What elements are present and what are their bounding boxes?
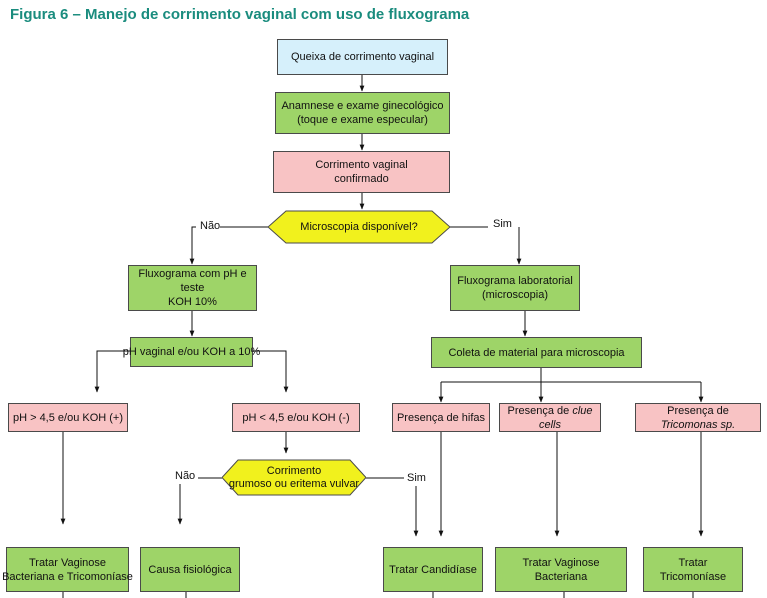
- label-sim-2: Sim: [407, 472, 426, 484]
- node-flux-lab-line1: Fluxograma laboratorial: [457, 275, 573, 287]
- node-ph-menor-text: pH < 4,5 e/ou KOH (-): [242, 411, 350, 424]
- node-coleta-text: Coleta de material para microscopia: [448, 346, 625, 359]
- tratar-vb-tri-line2: Bacteriana e Tricomoníase: [2, 570, 133, 583]
- decision-grumoso-text: Corrimento grumoso ou eritema vulvar: [229, 465, 359, 491]
- decision-microscopia-text: Microscopia disponível?: [300, 220, 418, 233]
- node-queixa: Queixa de corrimento vaginal: [277, 39, 448, 75]
- node-tratar-candidiase: Tratar Candidíase: [383, 547, 483, 592]
- node-queixa-text: Queixa de corrimento vaginal: [290, 51, 435, 63]
- node-tratar-tricomoniase: Tratar Tricomoníase: [643, 547, 743, 592]
- node-coleta: Coleta de material para microscopia: [431, 337, 642, 368]
- node-anamnese: Anamnese e exame ginecológico (toque e e…: [275, 92, 450, 134]
- tratar-vb-tri-line1: Tratar Vaginose: [28, 556, 107, 569]
- decision-microscopia: Microscopia disponível?: [268, 210, 450, 244]
- node-flux-ph-line2: KOH 10%: [168, 296, 217, 308]
- node-tratar-vaginose: Tratar Vaginose Bacteriana: [495, 547, 627, 592]
- node-tratar-cand-text: Tratar Candidíase: [389, 563, 477, 576]
- node-flux-lab-line2: (microscopia): [481, 289, 548, 301]
- node-fluxograma-laboratorial: Fluxograma laboratorial (microscopia): [450, 265, 580, 311]
- label-sim: Sim: [493, 218, 512, 230]
- node-tricomonas: Presença de Tricomonas sp.: [635, 403, 761, 432]
- decision-grumoso: Corrimento grumoso ou eritema vulvar: [222, 459, 366, 496]
- node-ph-vaginal: pH vaginal e/ou KOH a 10%: [123, 337, 260, 367]
- node-confirmado-line1: Corrimento vaginal: [315, 159, 408, 171]
- node-confirmado-line2: confirmado: [334, 173, 389, 185]
- node-corrimento-confirmado: Corrimento vaginal confirmado: [273, 151, 450, 193]
- node-ph-maior-text: pH > 4,5 e/ou KOH (+): [12, 411, 124, 424]
- node-tratar-trico-text: Tratar Tricomoníase: [659, 556, 727, 583]
- figure-title: Figura 6 – Manejo de corrimento vaginal …: [10, 6, 470, 23]
- trico-italic: Tricomonas sp.: [660, 418, 736, 431]
- trico-prefix: Presença de: [667, 404, 729, 417]
- clue-prefix: Presença de: [507, 404, 573, 417]
- node-flux-ph-line1: Fluxograma com pH e teste: [138, 268, 247, 294]
- node-causa-text: Causa fisiológica: [148, 563, 232, 576]
- label-nao: Não: [200, 220, 221, 232]
- grumoso-line1: Corrimento: [266, 464, 322, 477]
- node-clue-cells-text: Presença de clue cells: [503, 404, 597, 432]
- node-ph-menor: pH < 4,5 e/ou KOH (-): [232, 403, 360, 432]
- node-clue-cells: Presença de clue cells: [499, 403, 601, 432]
- node-tratar-vb-text: Tratar Vaginose Bacteriana: [522, 556, 600, 583]
- label-nao-2: Não: [175, 470, 196, 482]
- node-tricomonas-text: Presença de Tricomonas sp.: [639, 404, 757, 432]
- node-causa-fisiologica: Causa fisiológica: [140, 547, 240, 592]
- clue-italic: clue cells: [538, 404, 593, 431]
- node-tratar-vb-tricomoniase: Tratar Vaginose Bacteriana e Tricomonías…: [2, 547, 133, 592]
- node-hifas-text: Presença de hifas: [396, 411, 486, 424]
- grumoso-line2: grumoso ou eritema vulvar: [228, 477, 360, 490]
- node-anamnese-line2: (toque e exame especular): [297, 114, 428, 126]
- node-ph-maior: pH > 4,5 e/ou KOH (+): [8, 403, 128, 432]
- node-ph-vaginal-text: pH vaginal e/ou KOH a 10%: [122, 346, 261, 358]
- node-fluxograma-ph: Fluxograma com pH e teste KOH 10%: [128, 265, 257, 311]
- node-hifas: Presença de hifas: [392, 403, 490, 432]
- node-anamnese-line1: Anamnese e exame ginecológico: [281, 100, 444, 112]
